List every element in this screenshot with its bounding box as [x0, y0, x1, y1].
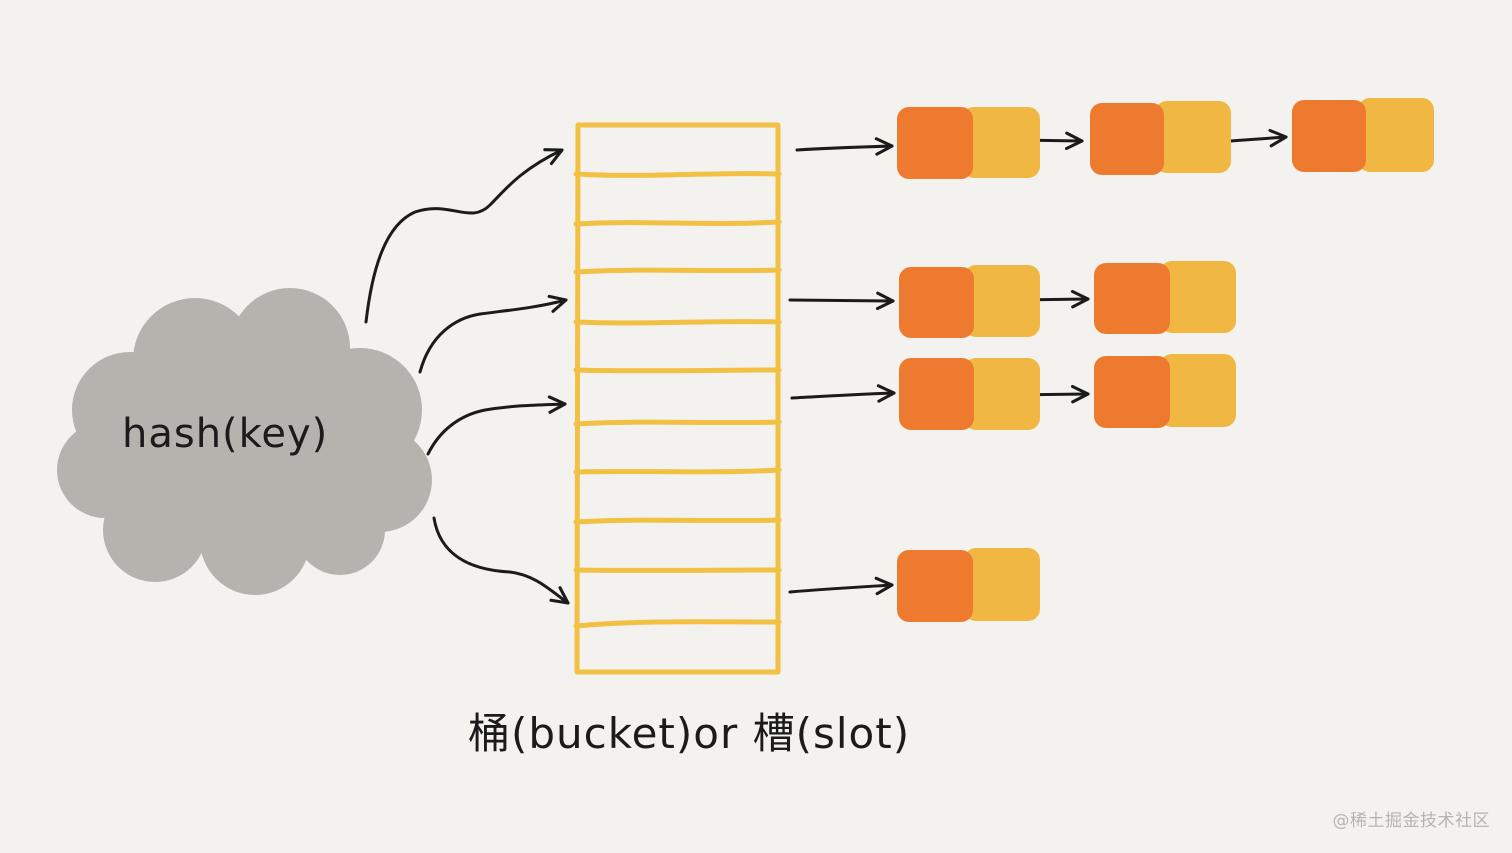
node-value-cell	[1160, 354, 1236, 427]
arrow-bucket-6-to-chain	[790, 384, 896, 403]
arrow-to-bucket-6	[426, 395, 567, 456]
hash-key-label: hash(key)	[122, 411, 328, 457]
arrow-bucket-1-to-chain	[795, 137, 894, 156]
node-value-cell	[1358, 98, 1434, 172]
node-key-cell	[1094, 263, 1170, 334]
node-value-cell	[964, 358, 1040, 430]
arrow-bucket-last-to-chain	[788, 576, 894, 596]
hash-function-cloud: hash(key)	[57, 288, 432, 595]
node-value-cell	[1160, 261, 1236, 333]
bucket-divider	[573, 319, 782, 326]
chain-node	[897, 548, 1040, 622]
node-key-cell	[897, 107, 973, 179]
bucket-divider	[573, 367, 782, 374]
bucket-divider	[573, 267, 782, 275]
chain-4	[897, 548, 1040, 622]
bucket-divider	[573, 419, 782, 427]
hash-to-bucket-arrows	[364, 148, 570, 605]
bucket-divider	[573, 171, 782, 178]
bucket-divider	[573, 219, 782, 227]
arrow-bucket-4-to-chain	[788, 291, 895, 311]
node-key-cell	[897, 550, 973, 622]
arrow-to-bucket-1	[364, 148, 564, 324]
node-key-cell	[1292, 100, 1366, 172]
arrow-to-bucket-last	[432, 516, 570, 605]
chain-node	[899, 358, 1040, 430]
node-key-cell	[899, 267, 974, 338]
node-value-cell	[962, 107, 1040, 178]
node-value-cell	[1155, 101, 1231, 173]
node-key-cell	[1090, 103, 1164, 175]
bucket-outline	[574, 122, 781, 675]
chain-node	[1292, 98, 1434, 172]
chain-node	[897, 107, 1040, 179]
node-key-cell	[1094, 356, 1170, 428]
bucket-array	[573, 122, 782, 675]
bucket-divider	[573, 619, 782, 629]
chain-node	[1094, 261, 1236, 334]
chain-3	[899, 354, 1236, 430]
node-value-cell	[964, 548, 1040, 621]
watermark: @稀土掘金技术社区	[1332, 811, 1490, 831]
node-value-cell	[964, 265, 1040, 337]
chain-node	[1094, 354, 1236, 428]
chain-1	[897, 98, 1434, 179]
bucket-divider	[573, 517, 782, 525]
chain-nodes	[897, 98, 1434, 622]
bucket-slot-label: 桶(bucket)or 槽(slot)	[468, 709, 910, 758]
chain-node	[899, 265, 1040, 338]
arrow-to-bucket-4	[418, 294, 568, 374]
bucket-divider	[573, 467, 782, 475]
node-key-cell	[899, 358, 974, 430]
chain-2	[899, 261, 1236, 338]
chain-node	[1090, 101, 1231, 175]
